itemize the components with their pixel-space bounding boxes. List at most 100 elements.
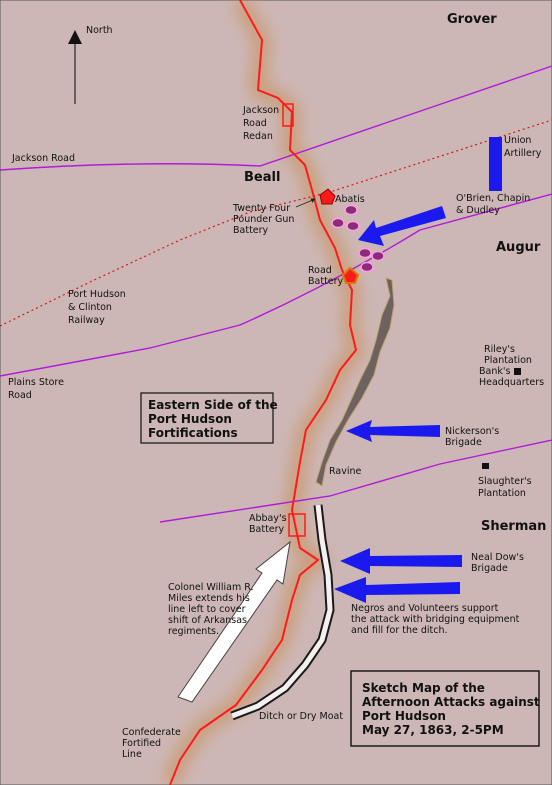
miles-note-line: shift of Arkansas (168, 615, 247, 626)
abatis-mark (358, 247, 372, 259)
confederate-line-line: Confederate (122, 727, 181, 738)
banks-hq-line: Bank's (479, 366, 510, 377)
abatis-mark (344, 204, 358, 216)
road-battery-marker (341, 266, 360, 284)
negros-line: Negros and Volunteers support (351, 603, 499, 614)
slaughters-line: Plantation (478, 488, 526, 499)
neal-dow-line: Brigade (471, 563, 508, 574)
gun-battery-marker (319, 188, 336, 205)
plains-store-road (0, 193, 552, 377)
negros-line: the attack with bridging equipment (351, 614, 520, 625)
union-artillery-line: Artillery (504, 148, 542, 159)
legend-box (140, 392, 274, 444)
gun-battery-label: Twenty Four Pounder Gun Battery (232, 203, 297, 236)
obrien-line: & Dudley (456, 205, 500, 216)
neal-dow-label: Neal Dow's Brigade (471, 552, 527, 574)
confederate-line-line: Fortified (122, 738, 161, 749)
union-artillery-line: Union (504, 135, 531, 146)
jackson-road-redan-marker (282, 103, 294, 127)
nickerson-attack-arrow (346, 420, 440, 442)
north-label: North (86, 25, 113, 36)
slaughters-line: Slaughter's (478, 476, 532, 487)
legend-title-line: Port Hudson (148, 412, 232, 426)
rileys-plantation-label: Riley's Plantation (484, 344, 532, 366)
jackson-redan-line: Road (243, 118, 267, 129)
abbays-battery-line: Battery (249, 524, 285, 535)
plains-store-line1: Plains Store (8, 377, 64, 388)
railway-line1: Port Hudson (68, 289, 126, 300)
confederate-line-label: Confederate Fortified Line (122, 727, 184, 760)
banks-hq-line: Headquarters (479, 377, 544, 388)
road-battery-label: Road Battery (308, 265, 344, 287)
neal-dow-line: Neal Dow's (471, 552, 524, 563)
banks-hq-label: Bank's Headquarters (479, 366, 544, 388)
jackson-redan-label: Jackson Road Redan (242, 105, 282, 142)
gun-battery-line: Twenty Four (232, 203, 290, 214)
commander-grover: Grover (447, 12, 497, 27)
union-artillery-label: Union Artillery (504, 135, 542, 159)
negros-line: and fill for the ditch. (351, 625, 448, 636)
abbays-battery-label: Abbay's Battery (249, 513, 290, 535)
commander-augur: Augur (496, 240, 541, 255)
title-line: Afternoon Attacks against (362, 695, 540, 709)
abatis-mark (360, 261, 374, 273)
plains-store-line2: Road (8, 390, 32, 401)
obrien-line: O'Brien, Chapin (456, 193, 530, 204)
abatis-mark (331, 217, 345, 229)
title-text: Sketch Map of the Afternoon Attacks agai… (362, 681, 544, 737)
abatis-label: Abatis (335, 194, 365, 205)
jackson-road-label: Jackson Road (11, 153, 75, 164)
nickerson-line: Nickerson's (445, 426, 499, 437)
legend-title: Eastern Side of the Port Hudson Fortific… (148, 398, 282, 440)
banks-hq-marker (514, 368, 521, 375)
railway-line (0, 119, 552, 327)
miles-extension-arrow (177, 540, 291, 703)
road-battery-line: Road (308, 265, 332, 276)
miles-note-label: Colonel William R. Miles extends his lin… (168, 582, 257, 637)
union-artillery-marker (489, 137, 502, 191)
sherman-road (159, 439, 552, 523)
title-box (350, 670, 540, 747)
railway-line3: Railway (68, 315, 105, 326)
commander-sherman: Sherman (481, 519, 546, 534)
road-battery-line: Battery (308, 276, 344, 287)
title-line: May 27, 1863, 2-5PM (362, 723, 504, 737)
dry-moat-inner (231, 504, 333, 719)
miles-note-line: regiments. (168, 626, 219, 637)
abatis-marks (331, 204, 385, 273)
ravine-label: Ravine (329, 466, 361, 477)
jackson-redan-line: Redan (243, 131, 273, 142)
confederate-line-line: Line (122, 749, 142, 760)
neal-dow-attack-arrow (340, 548, 462, 574)
jackson-redan-line: Jackson (242, 105, 279, 116)
confederate-fortified-line (169, 0, 358, 785)
miles-note-line: line left to cover (168, 604, 246, 615)
rileys-line: Plantation (484, 355, 532, 366)
abbays-battery-marker (288, 513, 306, 537)
title-line: Port Hudson (362, 709, 446, 723)
title-line: Sketch Map of the (362, 681, 485, 695)
jackson-road (0, 65, 552, 171)
abatis-mark (346, 220, 360, 232)
moat-label: Ditch or Dry Moat (259, 711, 343, 722)
legend-title-line: Eastern Side of the (148, 398, 278, 412)
plains-store-road-label: Plains Store Road (8, 377, 67, 401)
railway-line2: & Clinton (68, 302, 112, 313)
negros-label: Negros and Volunteers support the attack… (351, 603, 522, 636)
legend-title-line: Fortifications (148, 426, 238, 440)
ravine (315, 277, 395, 487)
nickerson-line: Brigade (445, 437, 482, 448)
nickerson-label: Nickerson's Brigade (445, 426, 502, 448)
slaughters-plantation-marker (482, 463, 489, 469)
obrien-attack-arrow (358, 206, 446, 246)
gun-battery-pointer (295, 198, 316, 208)
north-arrow-icon (68, 30, 82, 44)
obrien-label: O'Brien, Chapin & Dudley (456, 193, 533, 216)
negros-attack-arrow (334, 577, 460, 603)
gun-battery-line: Pounder Gun (233, 214, 294, 225)
miles-note-line: Colonel William R. (168, 582, 254, 593)
abatis-mark (371, 250, 385, 262)
miles-note-line: Miles extends his (168, 593, 250, 604)
abbays-battery-line: Abbay's (249, 513, 287, 524)
